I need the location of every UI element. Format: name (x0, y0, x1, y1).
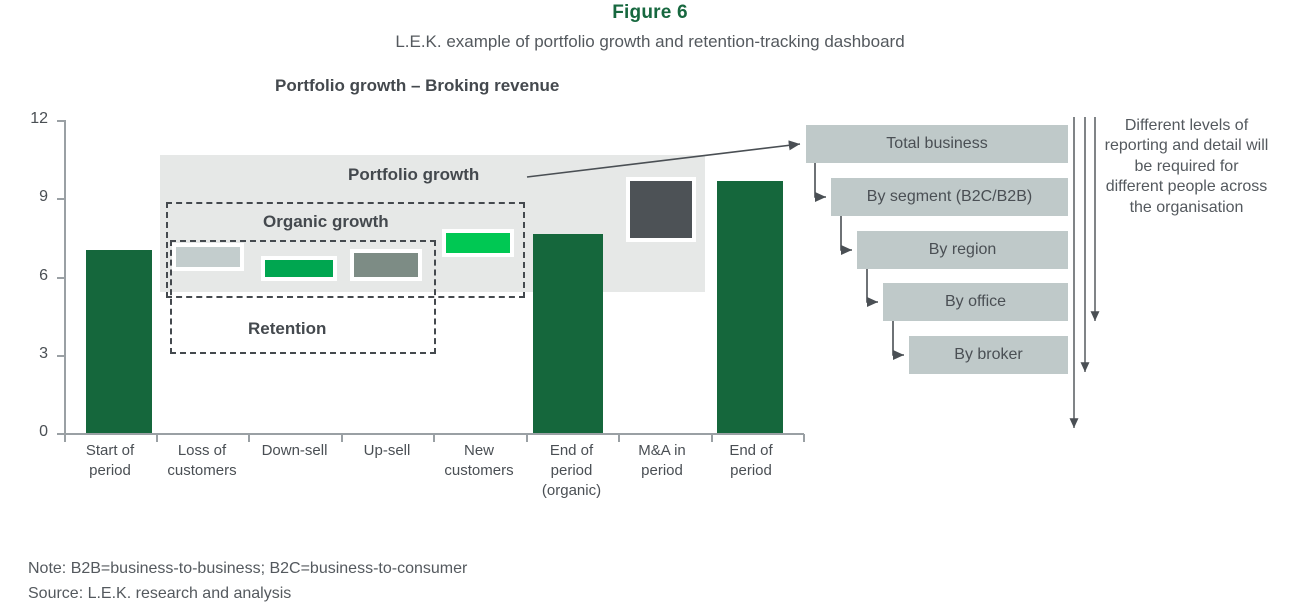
catlab-line: period (641, 461, 683, 479)
x-tick-sep-0 (64, 434, 66, 442)
bar-new-customers (442, 229, 514, 257)
catlab-line: customers (167, 461, 237, 479)
organic-growth-box (166, 202, 525, 298)
bar-ma-in-period (626, 177, 696, 242)
y-axis-label-6: 6 (39, 267, 48, 284)
category-label-start-of-period: Start of period (64, 441, 156, 481)
category-label-down-sell: Down-sell (248, 441, 341, 461)
retention-box (170, 240, 436, 354)
y-tick-3 (57, 355, 64, 357)
catlab-line: End of (549, 442, 594, 459)
category-label-up-sell: Up-sell (341, 441, 433, 461)
x-tick-sep-6 (618, 434, 620, 442)
flow-box-by-office[interactable]: By office (883, 283, 1068, 321)
x-tick-sep-5 (526, 434, 528, 442)
catlab-line: Up-sell (363, 442, 411, 459)
catlab-line: Start of (85, 442, 135, 459)
retention-label: Retention (248, 319, 327, 338)
y-axis-label-9: 9 (39, 188, 48, 205)
flow-box-label: Total business (886, 135, 988, 152)
catlab-line: Loss of (177, 442, 227, 459)
flow-box-label: By segment (B2C/B2B) (866, 188, 1033, 205)
figure-subtitle: L.E.K. example of portfolio growth and r… (395, 32, 905, 51)
bar-end-of-period (717, 181, 783, 433)
footer-source: Source: L.E.K. research and analysis (28, 585, 292, 602)
flow-box-total-business[interactable]: Total business (806, 125, 1068, 163)
catlab-line: period (550, 461, 593, 479)
figure-title: Figure 6 (612, 2, 688, 23)
y-axis-label-3: 3 (39, 345, 48, 362)
portfolio-growth-label: Portfolio growth (348, 165, 480, 184)
category-label-ma-in-period: M&A in period (616, 441, 708, 481)
flow-box-by-broker[interactable]: By broker (909, 336, 1068, 374)
x-tick-sep-8 (803, 434, 805, 442)
x-tick-sep-1 (156, 434, 158, 442)
y-axis (64, 120, 66, 434)
catlab-line: End of (729, 442, 773, 459)
y-axis-label-0: 0 (39, 423, 48, 440)
footer-note: Note: B2B=business-to-business; B2C=busi… (28, 560, 468, 577)
y-tick-6 (57, 277, 64, 279)
bar-end-of-period-organic (533, 234, 603, 433)
x-tick-sep-4 (433, 434, 435, 442)
portfolio-growth-backdrop (160, 155, 705, 292)
category-label-end-of-period: End of period (705, 441, 797, 481)
category-label-new-customers: New customers (429, 441, 529, 481)
catlab-line: period (89, 461, 131, 479)
organic-growth-label: Organic growth (263, 212, 389, 231)
y-tick-9 (57, 198, 64, 200)
x-tick-sep-7 (711, 434, 713, 442)
catlab-line: customers (444, 461, 514, 479)
x-axis (64, 433, 804, 435)
y-axis-label-12: 12 (30, 110, 48, 127)
bar-start-of-period (86, 250, 152, 433)
flow-box-label: By broker (954, 346, 1023, 363)
y-tick-0 (57, 433, 64, 435)
category-label-end-of-period-organic: End of period (organic) (524, 441, 619, 501)
bar-down-sell (261, 256, 337, 281)
bar-loss-of-customers (172, 243, 244, 271)
catlab-line: period (730, 461, 772, 479)
reporting-levels-note: Different levels of reporting and detail… (1104, 117, 1269, 216)
x-tick-sep-2 (248, 434, 250, 442)
chart-title: Portfolio growth – Broking revenue (275, 76, 560, 95)
catlab-line: (organic) (541, 481, 602, 499)
flow-box-by-segment[interactable]: By segment (B2C/B2B) (831, 178, 1068, 216)
flow-box-by-region[interactable]: By region (857, 231, 1068, 269)
category-label-loss-of-customers: Loss of customers (154, 441, 250, 481)
x-tick-sep-3 (341, 434, 343, 442)
bar-up-sell (350, 249, 422, 281)
catlab-line: New (463, 442, 494, 459)
y-tick-12 (57, 120, 64, 122)
catlab-line: M&A in (638, 442, 686, 459)
flow-box-label: By region (928, 241, 997, 258)
catlab-line: Down-sell (261, 442, 328, 459)
flow-box-label: By office (944, 293, 1007, 310)
